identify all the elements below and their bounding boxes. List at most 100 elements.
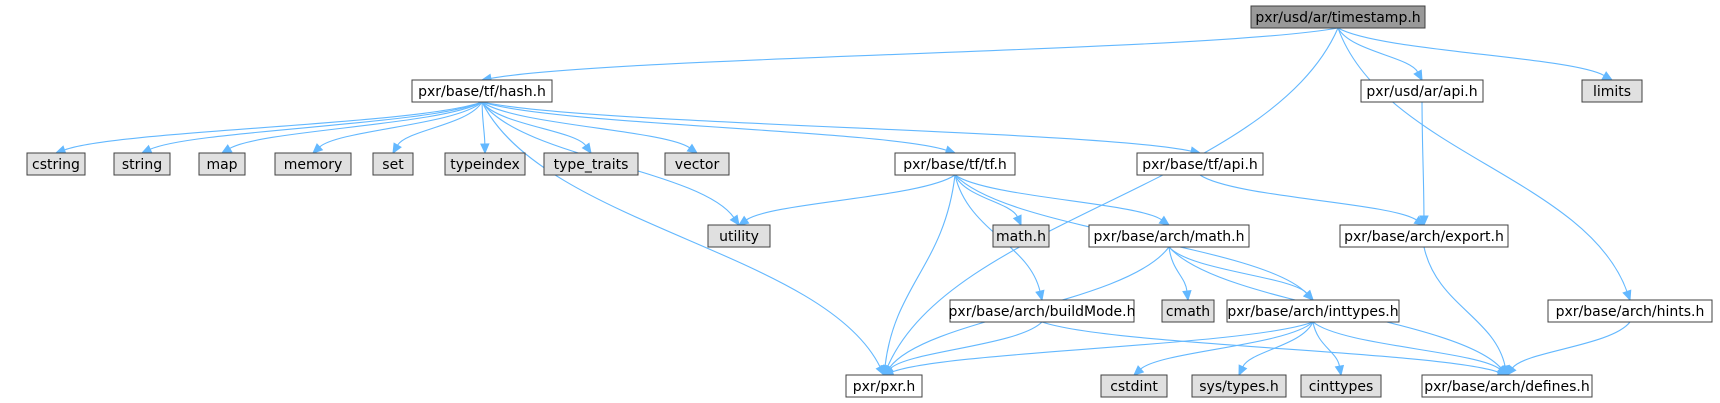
node-box — [1191, 374, 1287, 398]
edge-tf_hash-to-string — [149, 101, 483, 150]
node-box — [411, 79, 553, 103]
arrowhead-ar_api-to-arch_export — [1419, 215, 1429, 227]
node-label: pxr/usd/ar/api.h — [1366, 84, 1477, 100]
node-label: cstdint — [1110, 379, 1158, 395]
node-label: cmath — [1166, 304, 1210, 320]
node-label: set — [382, 157, 404, 173]
node-box — [372, 152, 414, 176]
node-label: pxr/base/arch/export.h — [1344, 229, 1504, 245]
node-box — [444, 152, 526, 176]
arrowhead-tf_tf-to-utility — [737, 215, 750, 226]
node-label: typeindex — [450, 157, 520, 173]
node-tf-hash[interactable]: pxr/base/tf/hash.h — [411, 79, 553, 103]
edge-arch_math-to-arch_inttypes — [1168, 246, 1308, 294]
node-box — [1581, 79, 1643, 103]
edge-ar_api-to-arch_export — [1421, 101, 1425, 217]
node-arch-hints[interactable]: pxr/base/arch/hints.h — [1547, 299, 1713, 323]
edge-arch_inttypes-to-pxr — [892, 321, 1314, 373]
node-arch-math[interactable]: pxr/base/arch/math.h — [1088, 224, 1250, 248]
arrowhead-arch_math-to-arch_inttypes — [1303, 289, 1314, 301]
node-label: vector — [675, 157, 720, 173]
node-memory: memory — [274, 152, 352, 176]
node-label: pxr/base/arch/math.h — [1094, 229, 1245, 245]
edge-timestamp-to-limits — [1337, 27, 1605, 77]
arrowhead-tf_hash-to-typeindex — [480, 143, 490, 155]
node-arch-buildmode[interactable]: pxr/base/arch/buildMode.h — [949, 299, 1136, 323]
arrowhead-arch_math-to-cmath — [1182, 290, 1192, 302]
node-label: pxr/base/tf/hash.h — [418, 84, 546, 100]
node-string: string — [113, 152, 171, 176]
node-ar-api[interactable]: pxr/usd/ar/api.h — [1360, 79, 1484, 103]
edge-arch_hints-to-arch_defines — [1512, 321, 1631, 369]
node-cstring: cstring — [26, 152, 86, 176]
node-arch-defines[interactable]: pxr/base/arch/defines.h — [1421, 374, 1593, 398]
node-box — [664, 152, 730, 176]
arrowhead-timestamp-to-limits — [1601, 71, 1614, 81]
nodes-layer: pxr/usd/ar/timestamp.h pxr/base/tf/hash.h… — [26, 5, 1713, 398]
edge-tf_hash-to-set — [397, 101, 483, 146]
node-type-traits: type_traits — [543, 152, 639, 176]
arrowhead-tf_hash-to-map — [220, 144, 233, 154]
edge-tf_tf-to-math — [954, 174, 1018, 218]
node-box — [1226, 299, 1400, 323]
node-box — [992, 224, 1050, 248]
node-sys-types: sys/types.h — [1191, 374, 1287, 398]
edge-arch_inttypes-to-arch_defines — [1312, 321, 1501, 370]
node-label: math.h — [996, 229, 1046, 245]
arrowhead-arch_inttypes-to-cstdint — [1133, 365, 1145, 376]
edge-timestamp-to-pxr — [887, 27, 1339, 367]
node-cinttypes: cinttypes — [1300, 374, 1382, 398]
node-label: map — [206, 157, 237, 173]
arrowhead-tf_hash-to-string — [140, 144, 153, 154]
node-box — [949, 299, 1135, 323]
arrowhead-tf_hash-to-type_traits — [581, 142, 592, 155]
arrowhead-timestamp-to-arch_hints — [1622, 289, 1632, 302]
node-arch-export[interactable]: pxr/base/arch/export.h — [1339, 224, 1509, 248]
edge-tf_tf-to-pxr — [884, 174, 956, 367]
node-box — [1300, 374, 1382, 398]
node-box — [707, 224, 771, 248]
edge-tf_tf-to-utility — [746, 174, 956, 221]
edge-tf_hash-to-tf_tf — [481, 101, 947, 151]
node-box — [543, 152, 639, 176]
node-cmath: cmath — [1161, 299, 1215, 323]
node-label: pxr/usd/ar/timestamp.h — [1255, 10, 1420, 26]
node-pxr[interactable]: pxr/pxr.h — [845, 374, 923, 398]
node-tf-api[interactable]: pxr/base/tf/api.h — [1136, 152, 1264, 176]
arrowhead-tf_hash-to-vector — [686, 143, 699, 154]
edge-timestamp-to-arch_hints — [1337, 27, 1628, 292]
edge-arch_math-to-cmath — [1168, 246, 1188, 292]
node-arch-inttypes[interactable]: pxr/base/arch/inttypes.h — [1226, 299, 1400, 323]
edge-tf_hash-to-typeindex — [481, 101, 486, 145]
arrowhead-tf_api-to-arch_export — [1413, 215, 1426, 226]
node-tf-tf[interactable]: pxr/base/tf/tf.h — [894, 152, 1016, 176]
node-box — [1250, 5, 1426, 29]
node-timestamp[interactable]: pxr/usd/ar/timestamp.h — [1250, 5, 1426, 29]
node-label: pxr/pxr.h — [853, 379, 916, 395]
node-label: cinttypes — [1309, 379, 1374, 395]
node-label: limits — [1593, 84, 1631, 100]
arrowhead-arch_inttypes-to-sys_types — [1238, 364, 1248, 377]
arrowhead-tf_tf-to-arch_buildmode — [1035, 289, 1045, 302]
node-box — [845, 374, 923, 398]
node-cstdint: cstdint — [1100, 374, 1168, 398]
edge-arch_export-to-arch_defines — [1423, 246, 1506, 367]
arrowhead-arch_hints-to-arch_defines — [1506, 364, 1517, 376]
node-box — [894, 152, 1016, 176]
edge-tf_hash-to-memory — [319, 101, 483, 148]
node-label: pxr/base/tf/tf.h — [903, 157, 1007, 173]
arrowhead-arch_inttypes-to-cinttypes — [1334, 364, 1345, 377]
node-label: pxr/base/arch/defines.h — [1424, 379, 1589, 395]
arrowhead-tf_hash-to-memory — [312, 143, 324, 154]
node-label: utility — [719, 229, 759, 245]
node-label: pxr/base/arch/hints.h — [1556, 304, 1705, 320]
arrowhead-tf_tf-to-arch_math — [1158, 215, 1171, 226]
node-box — [1100, 374, 1168, 398]
arrowhead-timestamp-to-ar_api — [1413, 69, 1423, 82]
node-label: sys/types.h — [1199, 379, 1278, 395]
edge-tf_hash-to-tf_api — [481, 101, 1192, 152]
edge-arch_inttypes-to-cstdint — [1140, 321, 1314, 370]
node-label: cstring — [32, 157, 80, 173]
node-box — [1136, 152, 1264, 176]
node-label: memory — [284, 157, 343, 173]
